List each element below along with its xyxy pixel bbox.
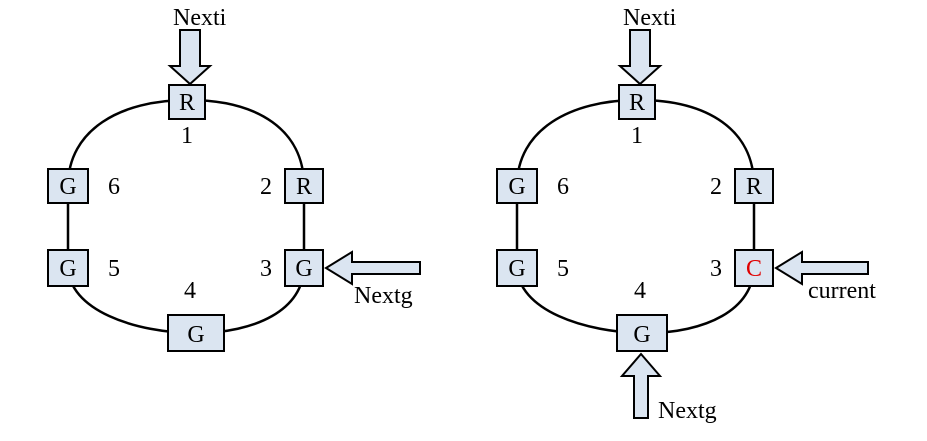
right-nextg-arrow xyxy=(619,352,663,419)
left-nextg-label: Nextg xyxy=(354,283,413,309)
right-current-label: current xyxy=(808,278,876,304)
right-nextg-label: Nextg xyxy=(658,398,717,424)
right-node-6: G 6 xyxy=(496,168,569,204)
left-node-3-pos: 3 xyxy=(260,256,272,282)
right-node-4-box xyxy=(616,314,668,352)
left-node-1: R 1 xyxy=(168,84,206,149)
right-node-4-pos: 4 xyxy=(634,278,646,304)
left-node-2-box xyxy=(284,168,324,204)
right-node-4: G 4 xyxy=(616,278,668,352)
right-node-6-pos: 6 xyxy=(557,174,569,200)
right-node-2: R 2 xyxy=(710,168,774,204)
right-node-2-letter: R xyxy=(746,174,762,200)
right-node-1-pos: 1 xyxy=(631,123,643,149)
right-node-6-letter: G xyxy=(508,174,525,200)
left-node-6-letter: G xyxy=(59,174,76,200)
right-node-5-pos: 5 xyxy=(557,256,569,282)
left-node-4-letter: G xyxy=(187,322,204,348)
left-node-4-pos: 4 xyxy=(184,278,196,304)
right-node-5: G 5 xyxy=(496,249,569,287)
right-current-arrow xyxy=(774,250,869,286)
left-node-4: G 4 xyxy=(167,278,225,352)
left-node-6: G 6 xyxy=(47,168,120,204)
left-node-1-pos: 1 xyxy=(181,123,193,149)
left-nextg-arrow xyxy=(324,250,421,286)
right-node-3-letter: C xyxy=(746,256,762,282)
right-node-3: C 3 xyxy=(710,249,774,287)
left-node-6-pos: 6 xyxy=(108,174,120,200)
right-node-2-pos: 2 xyxy=(710,174,722,200)
left-node-3-letter: G xyxy=(295,256,312,282)
left-node-5-pos: 5 xyxy=(108,256,120,282)
left-node-4-box xyxy=(167,314,225,352)
left-node-3-box xyxy=(284,249,324,287)
right-node-4-letter: G xyxy=(633,322,650,348)
right-node-3-box xyxy=(734,249,774,287)
left-node-5: G 5 xyxy=(47,249,120,287)
left-node-2-letter: R xyxy=(296,174,312,200)
right-diagram: Nexti current Nextg R 1 R 2 C 3 G 4 xyxy=(496,5,876,424)
right-nexti-label: Nexti xyxy=(623,5,677,31)
left-diagram: Nexti Nextg R 1 R 2 G 3 G 4 xyxy=(47,5,421,352)
left-node-1-letter: R xyxy=(179,90,195,116)
left-nexti-arrow xyxy=(167,29,213,86)
right-node-3-pos: 3 xyxy=(710,256,722,282)
left-node-1-box xyxy=(168,84,206,120)
right-node-6-box xyxy=(496,168,538,204)
right-node-5-letter: G xyxy=(508,256,525,282)
right-node-1: R 1 xyxy=(618,84,656,149)
left-nexti-label: Nexti xyxy=(173,5,227,31)
right-node-2-box xyxy=(734,168,774,204)
left-node-3: G 3 xyxy=(260,249,324,287)
left-node-5-letter: G xyxy=(59,256,76,282)
right-node-1-box xyxy=(618,84,656,120)
left-node-5-box xyxy=(47,249,89,287)
right-node-1-letter: R xyxy=(629,90,645,116)
right-node-5-box xyxy=(496,249,538,287)
left-node-2: R 2 xyxy=(260,168,324,204)
left-node-2-pos: 2 xyxy=(260,174,272,200)
left-node-6-box xyxy=(47,168,89,204)
right-nexti-arrow xyxy=(617,29,663,86)
